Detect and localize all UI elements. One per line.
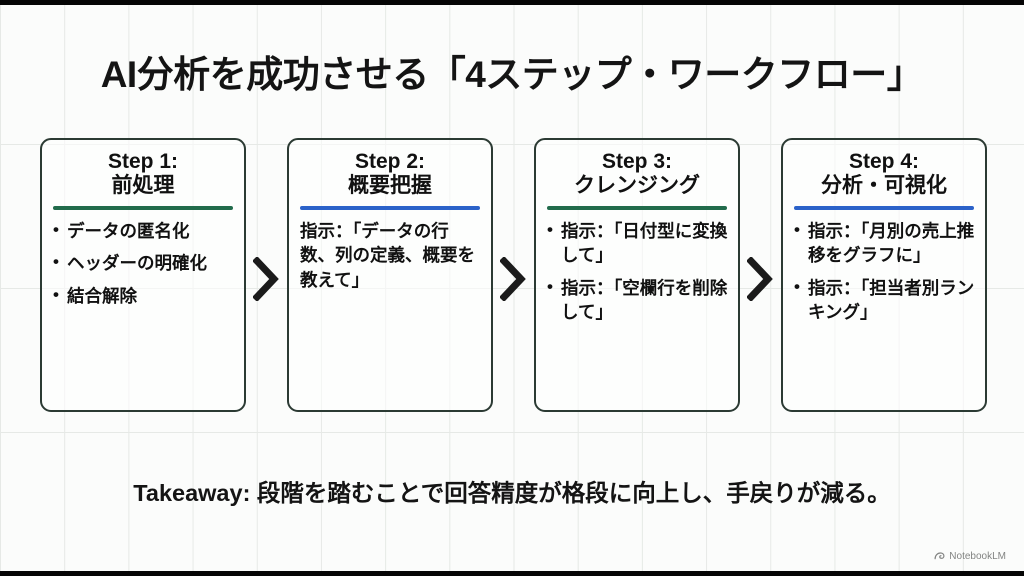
- list-item: ヘッダーの明確化: [51, 250, 235, 275]
- step-card-2-step-label: Step 2:: [354, 150, 425, 173]
- step-card-1: Step 1: 前処理 データの匿名化 ヘッダーの明確化 結合解除: [40, 138, 246, 412]
- letterbox-bottom: [0, 571, 1024, 576]
- chevron-right-icon: [747, 257, 773, 301]
- step-card-4-divider: [794, 206, 974, 211]
- step-card-4-step-name: 分析・可視化: [821, 174, 947, 198]
- step-card-4: Step 4: 分析・可視化 指示：「月別の売上推移をグラフに」 指示：「担当者…: [781, 138, 987, 412]
- chevron-right-icon: [500, 257, 526, 301]
- step-card-2-list: 指示：「データの行数、列の定義、概要を教えて」: [298, 219, 482, 291]
- step-card-4-list: 指示：「月別の売上推移をグラフに」 指示：「担当者別ランキング」: [792, 218, 976, 324]
- step-card-4-step-label: Step 4:: [848, 150, 919, 173]
- list-item: データの匿名化: [51, 218, 235, 243]
- list-item: 指示：「空欄行を削除して」: [545, 275, 729, 324]
- step-card-3-step-label: Step 3:: [601, 150, 672, 173]
- list-item: 指示：「担当者別ランキング」: [792, 275, 976, 324]
- step-card-1-divider: [53, 206, 233, 211]
- step-card-3: Step 3: クレンジング 指示：「日付型に変換して」 指示：「空欄行を削除し…: [534, 138, 740, 412]
- step-card-2-divider: [300, 206, 480, 211]
- notebooklm-label: NotebookLM: [949, 551, 1006, 562]
- step-card-4-heading: Step 4: 分析・可視化: [792, 150, 976, 198]
- slide-title: AI分析を成功させる「4ステップ・ワークフロー」: [100, 54, 924, 95]
- steps-container: Step 1: 前処理 データの匿名化 ヘッダーの明確化 結合解除 Step 2…: [40, 138, 990, 416]
- step-card-3-step-name: クレンジング: [574, 174, 700, 198]
- step-card-2: Step 2: 概要把握 指示：「データの行数、列の定義、概要を教えて」: [287, 138, 493, 412]
- step-card-3-list: 指示：「日付型に変換して」 指示：「空欄行を削除して」: [545, 218, 729, 324]
- step-card-1-list: データの匿名化 ヘッダーの明確化 結合解除: [51, 218, 235, 308]
- letterbox-top: [0, 0, 1024, 5]
- step-card-2-heading: Step 2: 概要把握: [298, 150, 482, 198]
- notebooklm-logo-icon: [934, 551, 945, 562]
- takeaway-text: Takeaway: 段階を踏むことで回答精度が格段に向上し、手戻りが減る。: [133, 480, 891, 506]
- list-item: 指示：「データの行数、列の定義、概要を教えて」: [300, 221, 475, 290]
- step-card-3-heading: Step 3: クレンジング: [545, 150, 729, 198]
- list-item: 結合解除: [51, 283, 235, 308]
- list-item: 指示：「日付型に変換して」: [545, 218, 729, 267]
- step-card-2-step-name: 概要把握: [348, 174, 432, 198]
- list-item: 指示：「月別の売上推移をグラフに」: [792, 218, 976, 267]
- step-card-1-heading: Step 1: 前処理: [51, 150, 235, 198]
- notebooklm-watermark: NotebookLM: [934, 551, 1006, 562]
- step-card-3-divider: [547, 206, 727, 211]
- chevron-right-icon: [253, 257, 279, 301]
- step-card-1-step-label: Step 1:: [107, 150, 178, 173]
- step-card-1-step-name: 前処理: [111, 174, 175, 198]
